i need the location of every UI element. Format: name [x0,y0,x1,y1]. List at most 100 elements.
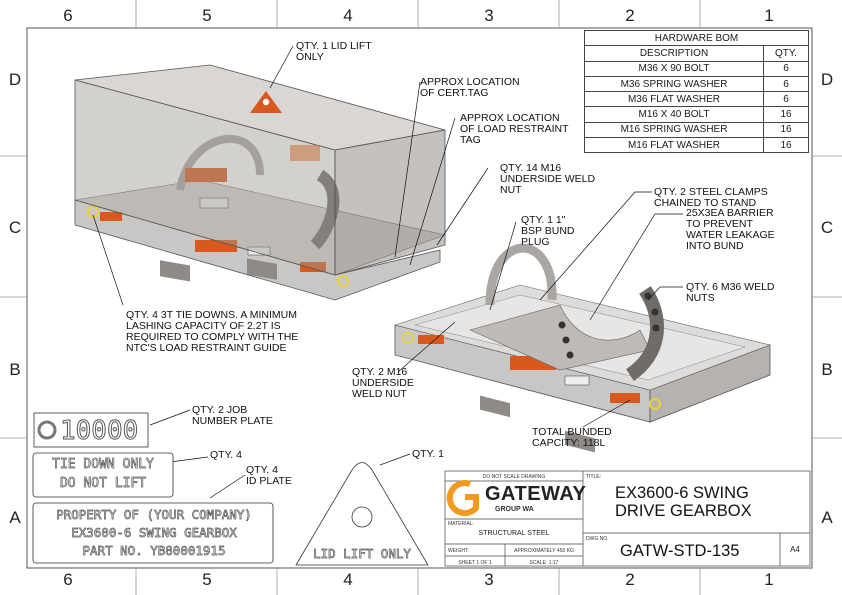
forklift-pocket [160,260,190,282]
tb-dwg-label: DWG NO. [586,536,609,542]
id-plate-line-1: PROPERTY OF (YOUR COMPANY) [56,507,252,523]
zone-label-right-A: A [821,508,833,527]
bom-qty: 6 [763,60,809,77]
zone-label-right-B: B [821,360,833,379]
job-number-text: 10000 [59,416,139,447]
gear-clamp-arm [625,286,664,381]
zone-label-top-3: 3 [484,6,494,25]
tb-weight: APPROXIMATELY 450 KG [514,548,574,554]
note-id-plate: QTY. 4 ID PLATE [246,464,292,487]
warning-label [300,262,326,272]
lid-side-face [334,129,446,276]
note-job-plate: QTY. 2 JOB NUMBER PLATE [192,404,273,427]
zone-label-left-B: B [9,360,21,379]
tb-title-line-1: EX3600-6 SWING [615,484,749,502]
gear-clamp [310,169,340,250]
zone-label-top-4: 4 [343,6,353,25]
bom-header-description: DESCRIPTION [584,45,764,62]
bom-qty: 16 [763,121,809,139]
forklift-pocket [480,395,510,418]
bom-qty: 6 [763,75,809,93]
bom-description: M36 FLAT WASHER [584,91,764,108]
leader-lines [92,45,683,499]
zone-label-bottom-4: 4 [343,570,353,589]
zone-label-bottom-2: 2 [625,570,635,589]
title-block-frame [444,470,811,567]
note-barrier: 25X3EA BARRIER TO PREVENT WATER LEAKAGE … [686,207,775,252]
gear-cradle-saddle [469,304,651,371]
m36-weld-nut [651,308,659,316]
m36-weld-nut [644,292,652,300]
gearbox-stand-open [393,243,772,453]
job-number-plate-small [564,375,590,386]
note-load-restraint-tag: APPROX LOCATION OF LOAD RESTRAINT TAG [460,112,569,146]
zone-label-bottom-3: 3 [484,570,494,589]
gateway-g-icon [37,420,57,440]
tie-down-ring [337,275,349,287]
id-plate-line-3: PART NO. YB80001915 [82,543,226,559]
tie-down-ring [87,206,99,218]
tb-material-label: MATERIAL: [448,521,475,527]
bom-header-qty: QTY. [763,45,809,62]
note-tie-downs: QTY. 4 3T TIE DOWNS. A MINIMUM LASHING C… [126,309,299,354]
lid-lift-plate-hole [351,506,373,528]
zone-label-top-1: 1 [764,6,774,25]
id-plate [32,502,274,564]
note-qty-4: QTY. 4 [210,449,242,461]
warning-label [185,168,227,182]
tb-title-label: TITLE: [586,474,602,480]
bom-qty: 16 [763,137,809,154]
bom-description: M36 SPRING WASHER [584,75,764,93]
bom-title: HARDWARE BOM [584,29,809,47]
lid-lift-only-text: LID LIFT ONLY [313,546,412,562]
zone-label-left-D: D [8,70,22,89]
zone-label-top-5: 5 [202,6,212,25]
tb-title-line-2: DRIVE GEARBOX [615,502,752,520]
note-bund-plug: QTY. 1 1" BSP BUND PLUG [521,214,575,248]
warning-label [418,335,444,344]
gearbox-assembly-with-lid [74,64,447,301]
lid-lift-hole [262,98,270,106]
bom-description: M36 X 90 BOLT [584,60,764,77]
zone-label-bottom-5: 5 [202,570,212,589]
bom-qty: 16 [763,106,809,123]
tie-down-line-2: DO NOT LIFT [59,476,147,492]
forklift-pocket [247,258,277,280]
note-lid-lift: QTY. 1 LID LIFT ONLY [296,40,372,63]
tb-scale: SCALE: 1:17 [529,560,559,566]
warning-label [610,393,640,403]
zone-label-top-6: 6 [63,6,73,25]
note-weld-nut-2: QTY. 2 M16 UNDERSIDE WELD NUT [352,366,414,400]
tb-company-sub: GROUP WA [495,506,534,513]
m36-weld-nut [558,321,566,329]
tb-dwg-no: GATW-STD-135 [620,542,740,560]
zone-label-bottom-6: 6 [63,570,73,589]
note-cert-tag: APPROX LOCATION OF CERT.TAG [420,76,520,99]
tb-company: GATEWAY [485,483,587,505]
job-number-plate-small [247,246,271,256]
bom-description: M16 SPRING WASHER [584,121,764,139]
steel-clamp-hoop [485,243,557,306]
id-plate-line-2: EX3600-6 SWING GEARBOX [71,525,237,541]
zone-label-right-D: D [820,70,834,89]
tie-down-ring [649,398,661,410]
note-weld-nut-14: QTY. 14 M16 UNDERSIDE WELD NUT [500,162,596,196]
tb-weight-label: WEIGHT: [448,548,469,554]
gateway-logo-icon [446,480,479,517]
tb-material: STRUCTURAL STEEL [478,530,550,537]
bom-description: M16 X 40 BOLT [584,106,764,123]
tie-down-line-1: TIE DOWN ONLY [52,457,154,473]
note-steel-clamps: QTY. 2 STEEL CLAMPS CHAINED TO STAND [654,186,768,209]
hardware-bom-table: HARDWARE BOM DESCRIPTION QTY. M36 X 90 B… [584,29,809,154]
warning-label [100,212,122,221]
drawing-border [26,27,813,569]
note-m36-nuts: QTY. 6 M36 WELD NUTS [686,281,775,304]
